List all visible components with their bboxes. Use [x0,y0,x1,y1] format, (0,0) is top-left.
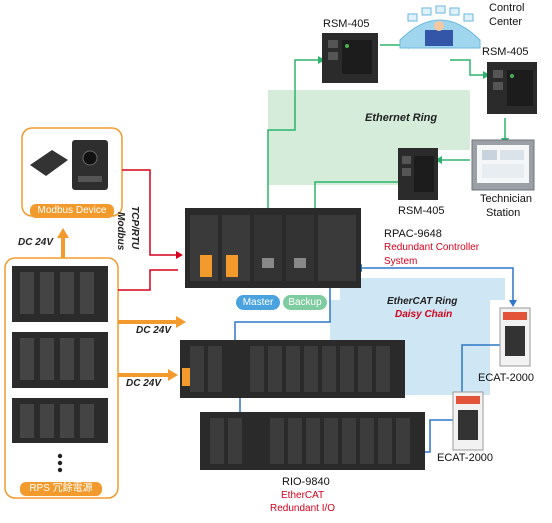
control-center-graphic [399,5,481,49]
rps-unit-graphic [12,266,108,473]
ecat-2000-bottom-label: ECAT-2000 [437,452,494,464]
modbus-lines [118,169,178,291]
rio-9840-subtitle-line1: EtherCAT [281,490,325,501]
backup-badge: Backup [283,295,327,310]
ethercat-ring-label: EtherCAT Ring [387,296,458,307]
rio-9840-subtitle-line2: Redundant I/O [270,503,336,514]
rpac-9648-graphic [185,208,361,288]
technician-station-graphic [471,139,535,191]
dc24v-label-1: DC 24V [18,237,54,248]
power-arrows [57,228,186,381]
modbus-device-graphic [30,140,108,190]
modbus-device-label: Modbus Device [30,204,114,218]
modbus-protocol-label-line1: Modbus [115,212,126,251]
master-badge: Master [236,295,280,310]
modbus-arrow-head [176,251,183,259]
rsm-405-top-label: RSM-405 [323,18,370,30]
ecat-2000-top-label: ECAT-2000 [478,372,535,384]
rsm-405-right-graphic [487,62,537,114]
ecat-2000-bottom-graphic [452,391,484,451]
technician-station-label-line2: Station [486,207,521,219]
rsm-405-right-label: RSM-405 [482,46,529,58]
rsm-405-mid-label: RSM-405 [398,205,445,217]
rsm-405-top-graphic [322,33,378,83]
ethernet-ring-label: Ethernet Ring [365,112,438,124]
rpac-9648-subtitle-line2: System [384,256,418,267]
rio-9840-title: RIO-9840 [282,476,330,488]
technician-station-label-line1: Technician [480,193,532,205]
daisy-chain-label: Daisy Chain [395,309,453,320]
rpac-9648-title: RPAC-9648 [384,228,442,240]
rpac-9648-subtitle-line1: Redundant Controller [384,242,480,253]
dc24v-label-3: DC 24V [126,378,162,389]
ethernet-ring-area [268,90,470,185]
rsm-405-mid-graphic [398,148,438,200]
modbus-protocol-label-line2: TCP/RTU [129,206,140,250]
rps-label: RPS 冗餘電源 [20,482,102,496]
control-center-label-line1: Control [489,2,525,14]
rio-9840-lower-graphic [200,412,425,470]
dc24v-label-2: DC 24V [136,325,172,336]
control-center-label-line2: Center [489,16,523,28]
ecat-2000-top-graphic [499,307,531,367]
rio-9840-upper-graphic [180,340,405,398]
